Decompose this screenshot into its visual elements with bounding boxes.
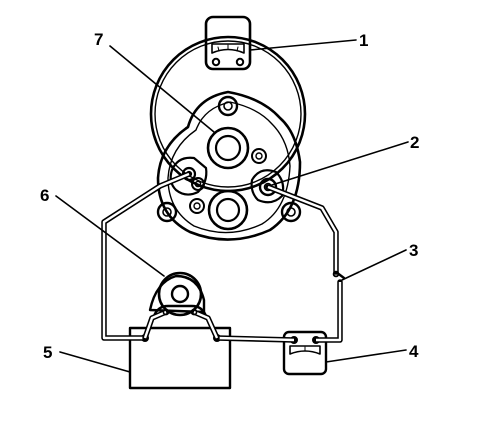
leader-5 <box>59 351 131 373</box>
callout-3: 3 <box>409 241 418 260</box>
callout-5: 5 <box>43 343 52 362</box>
callout-7: 7 <box>94 30 103 49</box>
wiring <box>101 171 346 343</box>
leader-7 <box>109 45 215 133</box>
clutch-coil <box>148 271 208 318</box>
leader-3 <box>341 249 407 281</box>
leader-1 <box>249 39 357 51</box>
leader-6 <box>55 195 165 277</box>
callout-labels: 1 2 3 4 5 6 7 <box>40 30 419 362</box>
leader-lines <box>55 39 409 373</box>
callout-4: 4 <box>409 342 419 361</box>
leader-2 <box>271 141 409 186</box>
callout-2: 2 <box>410 133 419 152</box>
meter-1 <box>204 15 252 71</box>
meter-4 <box>282 330 328 376</box>
compressor-face <box>156 90 302 241</box>
callout-1: 1 <box>359 31 368 50</box>
leader-4 <box>325 349 407 363</box>
callout-6: 6 <box>40 186 49 205</box>
